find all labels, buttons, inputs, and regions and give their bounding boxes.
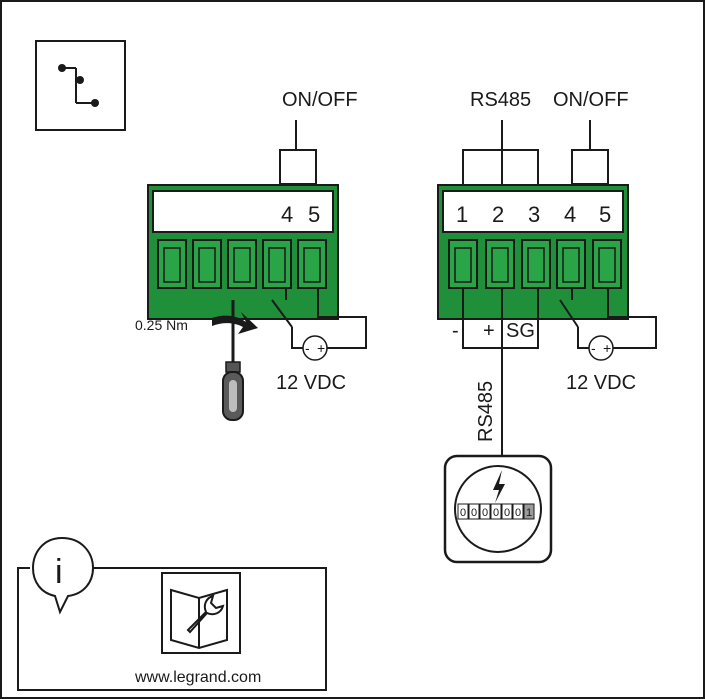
manual-wrench-icon xyxy=(161,572,241,654)
right-terminal-block: RS485 ON/OFF 1 2 3 4 5 - + xyxy=(437,89,657,455)
website-link[interactable]: www.legrand.com xyxy=(134,669,261,686)
torque-arrow-icon xyxy=(212,312,258,334)
meter-digit-6: 0 xyxy=(515,507,521,519)
bus-minus-label: - xyxy=(452,320,459,342)
left-terminal-block: ON/OFF 4 5 - + 12 VDC 0.25 Nm xyxy=(135,89,367,421)
right-terminal-num-3: 3 xyxy=(528,202,540,227)
right-supply-label: 12 VDC xyxy=(566,372,636,394)
energy-meter-icon: 0 0 0 0 0 0 1 xyxy=(443,454,553,564)
right-terminal-num-5: 5 xyxy=(599,202,611,227)
right-supply-minus: - xyxy=(591,340,596,356)
right-terminal-num-1: 1 xyxy=(456,202,468,227)
info-box: i www.legrand.com xyxy=(17,536,327,691)
meter-digit-2: 0 xyxy=(471,507,477,519)
right-terminal-label-strip xyxy=(442,190,624,233)
left-supply-minus: - xyxy=(305,340,310,356)
meter-digit-1: 0 xyxy=(460,507,466,519)
torque-label: 0.25 Nm xyxy=(135,317,188,333)
right-supply-plus: + xyxy=(603,340,611,356)
screwdriver-icon xyxy=(222,300,244,421)
left-supply-label: 12 VDC xyxy=(276,372,346,394)
left-terminal-screws xyxy=(157,239,327,289)
meter-digit-4: 0 xyxy=(493,507,499,519)
meter-digit-5: 0 xyxy=(504,507,510,519)
right-terminal-screws xyxy=(448,239,622,289)
right-rs485-label: RS485 xyxy=(470,89,531,111)
meter-digit-7: 1 xyxy=(526,507,532,519)
meter-digit-3: 0 xyxy=(482,507,488,519)
left-terminal-label-strip xyxy=(152,190,334,233)
right-onoff-label: ON/OFF xyxy=(553,89,629,111)
switch-contact-icon xyxy=(35,40,126,131)
info-bubble-icon: i xyxy=(31,536,95,615)
left-power-source xyxy=(302,335,328,361)
meter-digits: 0 0 0 0 0 0 1 xyxy=(457,503,535,520)
right-terminal-num-2: 2 xyxy=(492,202,504,227)
left-onoff-label: ON/OFF xyxy=(282,89,358,111)
left-supply-plus: + xyxy=(317,340,325,356)
right-terminal-num-4: 4 xyxy=(564,202,576,227)
bus-sg-label: SG xyxy=(506,320,535,342)
lightning-icon xyxy=(493,470,505,503)
info-glyph: i xyxy=(55,553,63,591)
left-terminal-num-4: 4 xyxy=(281,202,293,227)
right-power-source xyxy=(588,335,614,361)
bus-plus-label: + xyxy=(483,320,495,342)
cable-rs485-label: RS485 xyxy=(475,381,497,442)
left-terminal-num-5: 5 xyxy=(308,202,320,227)
